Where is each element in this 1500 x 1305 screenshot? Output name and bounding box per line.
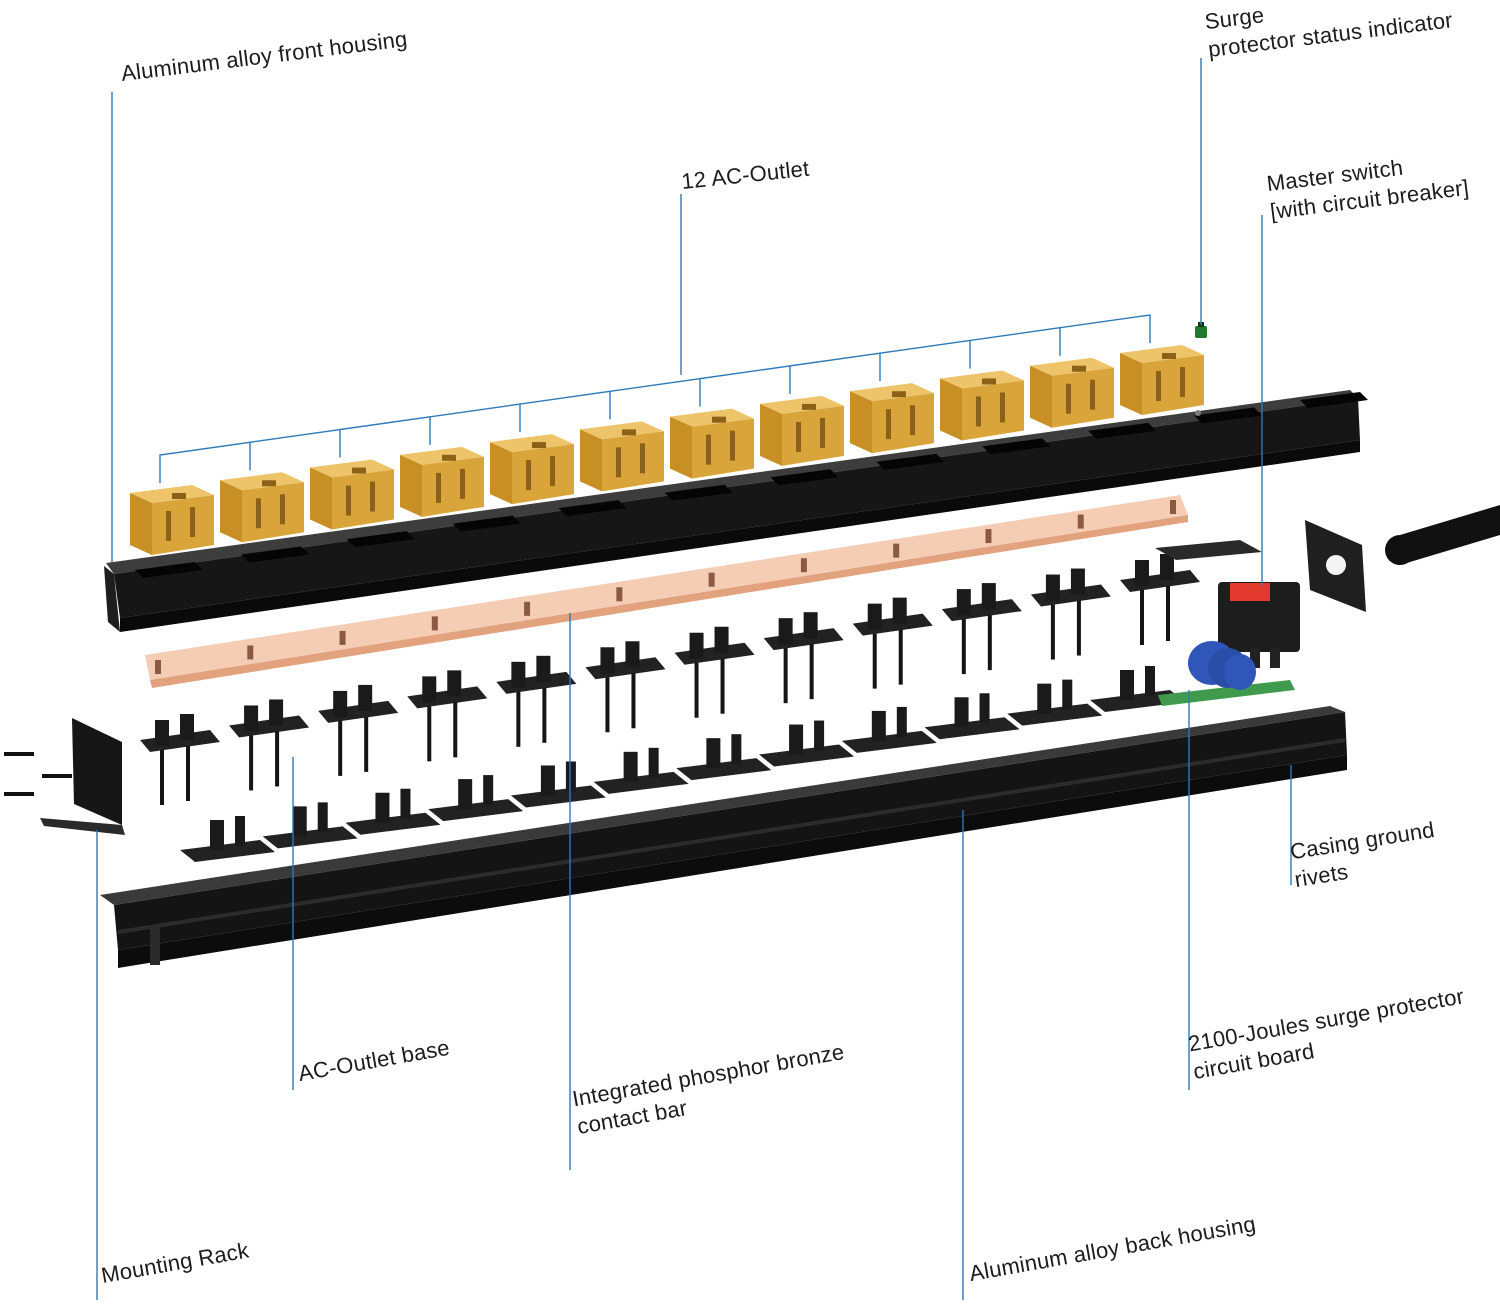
ac-outlet-icon xyxy=(310,459,394,530)
outlet-base-icon xyxy=(1120,554,1200,645)
outlet-bases xyxy=(140,554,1200,862)
outlet-base-lower-icon xyxy=(593,747,689,794)
ac-outlet-icon xyxy=(1030,357,1114,428)
outlet-base-icon xyxy=(941,583,1022,675)
ac-outlet-icon xyxy=(850,383,934,454)
outlet-slot xyxy=(558,500,627,517)
outlet-base-icon xyxy=(852,597,933,689)
outlet-base-lower-icon xyxy=(180,816,275,862)
outlet-base-icon xyxy=(407,670,488,762)
contact-tooth xyxy=(339,630,346,645)
outlet-base-icon xyxy=(585,641,666,733)
contact-tooth xyxy=(431,616,438,631)
leader-lines xyxy=(96,58,1292,1300)
outlet-slot xyxy=(1300,392,1368,408)
outlet-slot xyxy=(876,453,945,470)
outlet-base-lower-icon xyxy=(262,802,358,849)
outlet-slot xyxy=(982,438,1051,455)
back-housing xyxy=(100,706,1347,968)
outlet-slot xyxy=(452,515,521,532)
ac-outlet-icon xyxy=(400,446,484,517)
ac-outlet-icon xyxy=(940,370,1024,441)
outlet-base-icon xyxy=(496,655,577,747)
outlet-slot xyxy=(135,562,203,578)
contact-tooth xyxy=(708,572,715,587)
mounting-rack-icon xyxy=(4,718,125,835)
ac-outlet-icon xyxy=(1120,345,1204,415)
outlet-slot xyxy=(664,484,733,501)
contact-tooth xyxy=(616,587,623,602)
outlet-slot xyxy=(240,546,309,563)
contact-tooth xyxy=(524,601,531,616)
outlet-base-icon xyxy=(763,612,844,704)
outlet-base-icon xyxy=(318,684,399,776)
outlet-slot xyxy=(346,531,415,548)
outlet-base-lower-icon xyxy=(841,706,937,753)
contact-tooth xyxy=(1077,514,1084,529)
contact-tooth xyxy=(985,529,992,544)
outlet-slot xyxy=(1088,422,1157,439)
outlet-slot xyxy=(770,469,839,486)
outlet-base-lower-icon xyxy=(1007,679,1103,726)
contact-tooth xyxy=(893,543,900,558)
outlet-base-icon xyxy=(229,699,310,791)
ac-outlet-icon xyxy=(670,408,754,479)
ac-outlets xyxy=(130,345,1204,555)
outlet-base-lower-icon xyxy=(924,693,1020,740)
outlet-base-lower-icon xyxy=(1090,666,1185,712)
ac-outlet-icon xyxy=(580,421,664,492)
contact-tooth xyxy=(800,558,807,573)
ac-outlet-icon xyxy=(130,485,214,555)
contact-tooth xyxy=(247,645,254,660)
outlet-base-lower-icon xyxy=(345,788,441,835)
front-housing xyxy=(104,390,1368,632)
power-cord xyxy=(1305,505,1500,612)
contact-bar xyxy=(145,495,1188,688)
contact-tooth xyxy=(1170,500,1176,514)
ac-outlet-icon xyxy=(760,395,844,466)
outlet-base-icon xyxy=(674,626,755,718)
rocker-switch-icon xyxy=(1155,540,1300,668)
outlet-slot xyxy=(1194,407,1263,424)
ac-outlet-icon xyxy=(490,434,574,505)
outlet-base-lower-icon xyxy=(676,734,772,781)
outlet-base-lower-icon xyxy=(759,720,855,767)
ac-outlet-icon xyxy=(220,472,304,543)
contact-tooth xyxy=(155,660,161,674)
outlet-base-lower-icon xyxy=(428,775,524,822)
outlet-base-icon xyxy=(1030,568,1111,660)
outlet-base-lower-icon xyxy=(510,761,606,808)
surge-board-icon xyxy=(1158,641,1295,706)
outlet-base-icon xyxy=(140,714,220,805)
